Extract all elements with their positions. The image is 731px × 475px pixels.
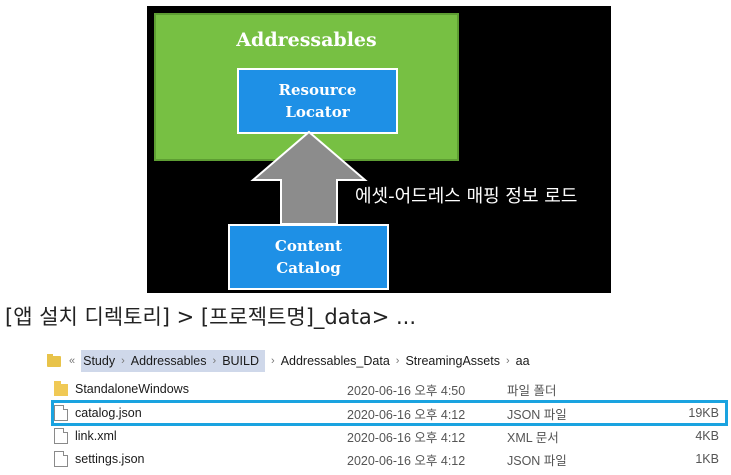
file-date: 2020-06-16 오후 4:12 [347, 430, 466, 445]
overflow-chevron-icon[interactable]: « [69, 355, 76, 367]
file-date: 2020-06-16 오후 4:50 [347, 383, 466, 398]
breadcrumb-separator-icon: › [505, 355, 510, 367]
file-explorer: « Study › Addressables › BUILD › Address… [42, 348, 731, 475]
folder-icon [47, 353, 61, 367]
content-catalog-line2: Catalog [276, 259, 341, 277]
breadcrumb-aa[interactable]: aa [515, 354, 530, 368]
file-type: 파일 폴더 [507, 383, 557, 398]
breadcrumb-separator-icon: › [271, 355, 275, 367]
file-name: StandaloneWindows [75, 382, 189, 396]
breadcrumb-separator-icon: › [121, 355, 125, 367]
breadcrumb-addressables[interactable]: Addressables [130, 354, 207, 368]
content-catalog-line1: Content [274, 237, 343, 255]
file-size: 1KB [695, 452, 719, 466]
file-type: JSON 파일 [507, 453, 567, 468]
file-type: XML 문서 [507, 430, 559, 445]
load-arrow-icon [250, 130, 368, 225]
addressables-diagram: Addressables Resource Locator 에셋-어드레스 매핑… [147, 6, 611, 293]
breadcrumb-study[interactable]: Study [83, 354, 116, 368]
resource-locator-line2: Locator [285, 103, 350, 121]
file-size: 4KB [695, 429, 719, 443]
breadcrumb-separator-icon: › [395, 355, 400, 367]
install-path-heading: [앱 설치 디렉토리] > [프로젝트명]_data> ... [5, 305, 417, 329]
folder-icon [54, 381, 68, 396]
file-size: 19KB [688, 406, 719, 420]
resource-locator-box: Resource Locator [237, 68, 398, 134]
mapping-load-label: 에셋-어드레스 매핑 정보 로드 [355, 186, 578, 207]
addressables-title: Addressables [236, 29, 377, 51]
file-date: 2020-06-16 오후 4:12 [347, 453, 466, 468]
address-bar[interactable]: « Study › Addressables › BUILD › Address… [42, 348, 731, 374]
file-icon [54, 451, 68, 467]
breadcrumb-addressables-data[interactable]: Addressables_Data [280, 354, 390, 368]
file-row-standalonewindows[interactable]: StandaloneWindows 2020-06-16 오후 4:50 파일 … [54, 378, 723, 400]
file-icon [54, 405, 68, 421]
breadcrumb-build[interactable]: BUILD [222, 354, 260, 368]
file-type: JSON 파일 [507, 407, 567, 422]
breadcrumb-separator-icon: › [212, 355, 217, 367]
file-date: 2020-06-16 오후 4:12 [347, 407, 466, 422]
file-name: catalog.json [75, 406, 142, 420]
file-name: settings.json [75, 452, 145, 466]
content-catalog-box: Content Catalog [228, 224, 389, 290]
file-row-link-xml[interactable]: link.xml 2020-06-16 오후 4:12 XML 문서 4KB [54, 425, 723, 447]
file-row-settings-json[interactable]: settings.json 2020-06-16 오후 4:12 JSON 파일… [54, 448, 723, 470]
breadcrumb-highlight: Study › Addressables › BUILD [81, 350, 266, 372]
breadcrumb-streamingassets[interactable]: StreamingAssets [405, 354, 500, 368]
file-name: link.xml [75, 429, 117, 443]
resource-locator-line1: Resource [278, 81, 357, 99]
file-row-catalog-json[interactable]: catalog.json 2020-06-16 오후 4:12 JSON 파일 … [51, 400, 728, 426]
file-icon [54, 428, 68, 444]
